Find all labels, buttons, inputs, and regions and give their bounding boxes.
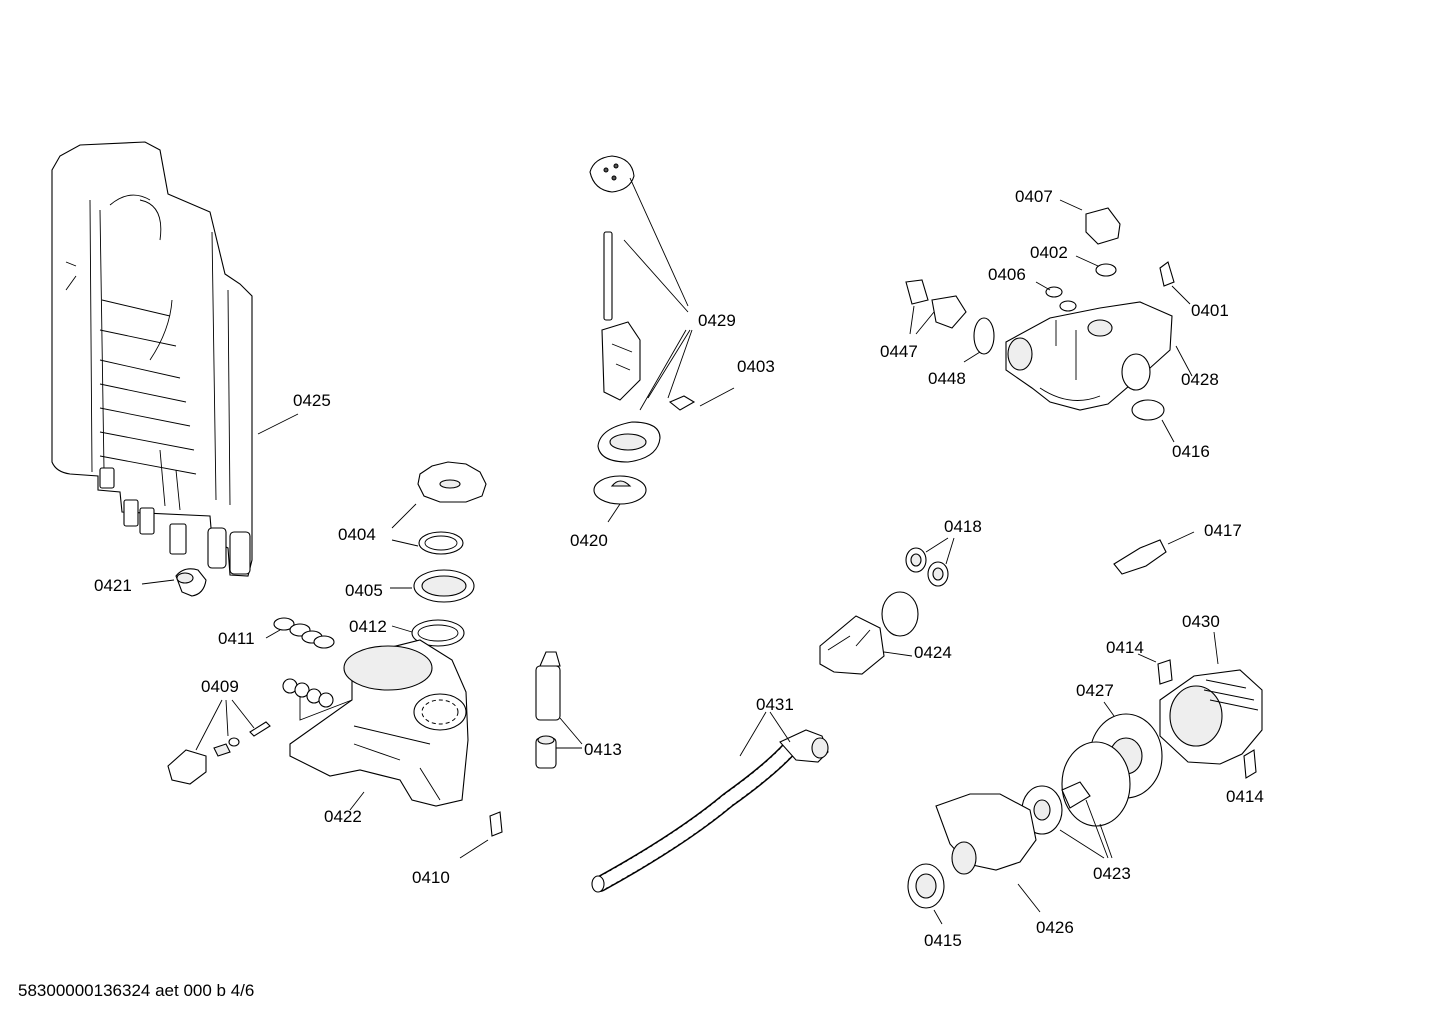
- circulation-pump-motor: [1159, 631, 1263, 765]
- sealing-ring-o: [963, 317, 995, 363]
- inlet-valve-assembly: [167, 699, 271, 785]
- hose-couplings: [905, 537, 955, 587]
- float-switch-assembly: [589, 155, 693, 463]
- sensor-clip: [1159, 261, 1191, 305]
- label-0402: 0402: [1030, 243, 1068, 262]
- label-0421: 0421: [94, 576, 132, 595]
- label-0414-top: 0414: [1106, 638, 1144, 657]
- label-0415: 0415: [924, 931, 962, 950]
- drain-hose: [591, 711, 829, 893]
- heating-pump-housing: [1005, 301, 1193, 411]
- o-rings-pair: [1035, 281, 1077, 312]
- motor-bracket-top: [1137, 653, 1173, 685]
- label-0403: 0403: [737, 357, 775, 376]
- pump-seals-and-impeller: [1021, 741, 1131, 859]
- label-0407: 0407: [1015, 187, 1053, 206]
- label-0416: 0416: [1172, 442, 1210, 461]
- salt-cap-gasket: [391, 531, 464, 555]
- label-0412: 0412: [349, 617, 387, 636]
- label-0426: 0426: [1036, 918, 1074, 937]
- sealing-rings-set: [265, 617, 335, 649]
- label-0413: 0413: [584, 740, 622, 759]
- filter-sleeve: [1113, 531, 1195, 575]
- label-0423: 0423: [1093, 864, 1131, 883]
- label-0447: 0447: [880, 342, 918, 361]
- pump-housing: [935, 793, 1041, 913]
- float-switch-microswitch: [668, 387, 735, 411]
- pump-inlet-seal: [907, 863, 945, 925]
- hose-clamp: [1131, 399, 1175, 443]
- label-0428: 0428: [1181, 370, 1219, 389]
- label-0431: 0431: [756, 695, 794, 714]
- label-0422: 0422: [324, 807, 362, 826]
- document-identifier: 58300000136324 aet 000 b 4/6: [18, 981, 255, 1000]
- retaining-clip: [459, 811, 503, 859]
- label-0417: 0417: [1204, 521, 1242, 540]
- float-disc: [593, 475, 647, 523]
- salt-container-seal: [391, 619, 465, 647]
- salt-container-ring: [390, 569, 475, 603]
- label-0401: 0401: [1191, 301, 1229, 320]
- label-0420: 0420: [570, 531, 608, 550]
- label-0409: 0409: [201, 677, 239, 696]
- turbidity-sensor-parts: [535, 651, 583, 769]
- label-0429: 0429: [698, 311, 736, 330]
- label-0405: 0405: [345, 581, 383, 600]
- heater-connector: [905, 279, 967, 335]
- label-0411: 0411: [218, 629, 255, 648]
- label-0406: 0406: [988, 265, 1026, 284]
- salt-container-cap: [391, 461, 487, 529]
- hose-fitting: [141, 568, 207, 597]
- flow-meter-connector: [1059, 199, 1121, 245]
- drain-pump-with-seal: [819, 591, 919, 675]
- heat-exchanger-panel: [51, 141, 299, 577]
- label-0424: 0424: [914, 643, 952, 662]
- label-0430: 0430: [1182, 612, 1220, 631]
- label-0448: 0448: [928, 369, 966, 388]
- label-0410: 0410: [412, 868, 450, 887]
- label-0404: 0404: [338, 525, 376, 544]
- o-ring-large: [1075, 255, 1117, 277]
- water-softener-unit: [282, 639, 469, 811]
- part-number-labels: 0425 0421 0404 0405 0411 0412 0409 0422 …: [94, 187, 1264, 950]
- label-0427: 0427: [1076, 681, 1114, 700]
- label-0418: 0418: [944, 517, 982, 536]
- motor-bracket-bottom: [1243, 749, 1257, 779]
- label-0425: 0425: [293, 391, 331, 410]
- label-0414-bottom: 0414: [1226, 787, 1264, 806]
